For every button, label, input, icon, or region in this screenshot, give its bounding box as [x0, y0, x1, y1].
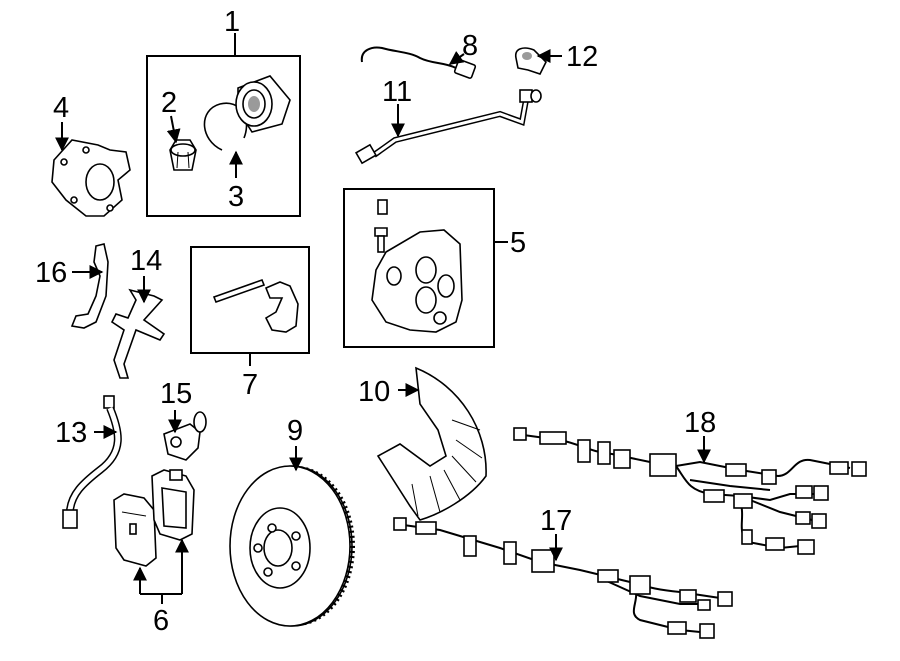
- hub-bearing-kit-group: [146, 33, 301, 217]
- hub-nut-part[interactable]: [169, 139, 197, 171]
- callout-16: 16: [35, 257, 67, 289]
- bracket-16-part[interactable]: [70, 243, 109, 329]
- brake-pad-left-part[interactable]: [113, 493, 157, 567]
- brake-pad-right-part[interactable]: [151, 469, 195, 541]
- callout-3: 3: [228, 181, 244, 213]
- pad-spring-part[interactable]: [264, 281, 299, 333]
- callout-11: 11: [382, 76, 412, 108]
- retaining-clip-part[interactable]: [514, 47, 547, 75]
- wiring-harness-18-part[interactable]: [513, 427, 867, 555]
- pad-pin-part[interactable]: [212, 278, 266, 304]
- caliper-group: [343, 188, 508, 348]
- bracket-14-part[interactable]: [110, 288, 166, 379]
- bleeder-screw-part[interactable]: [374, 199, 388, 253]
- caliper-box: [343, 188, 495, 348]
- callout-12: 12: [566, 41, 598, 73]
- hub-flange-part[interactable]: [51, 139, 131, 217]
- wear-sensor-part[interactable]: [360, 46, 477, 79]
- sensor-15-part[interactable]: [163, 411, 207, 461]
- wiring-harness-17-part[interactable]: [393, 517, 733, 639]
- callout-9: 9: [287, 415, 303, 447]
- callout-4: 4: [53, 92, 69, 124]
- brake-caliper-part[interactable]: [371, 229, 463, 333]
- callout-2: 2: [161, 87, 177, 119]
- callout-18: 18: [684, 407, 716, 439]
- pad-hardware-kit-group: [190, 246, 310, 366]
- callout-8: 8: [462, 30, 478, 62]
- brake-rotor-part[interactable]: [229, 465, 355, 627]
- callout-1: 1: [224, 6, 240, 38]
- callout-17: 17: [540, 505, 572, 537]
- callout-10: 10: [358, 376, 390, 408]
- dust-shield-part[interactable]: [376, 366, 487, 521]
- callout-14: 14: [130, 245, 162, 277]
- callout-13: 13: [55, 417, 87, 449]
- callout-5: 5: [510, 227, 526, 259]
- callout-7: 7: [242, 369, 258, 401]
- brake-line-part[interactable]: [354, 89, 542, 165]
- wheel-bearing-part[interactable]: [235, 75, 291, 133]
- callout-15: 15: [160, 378, 192, 410]
- brake-hose-part[interactable]: [62, 395, 122, 529]
- callout-6: 6: [153, 605, 169, 637]
- hub-bearing-kit-box: [146, 55, 301, 217]
